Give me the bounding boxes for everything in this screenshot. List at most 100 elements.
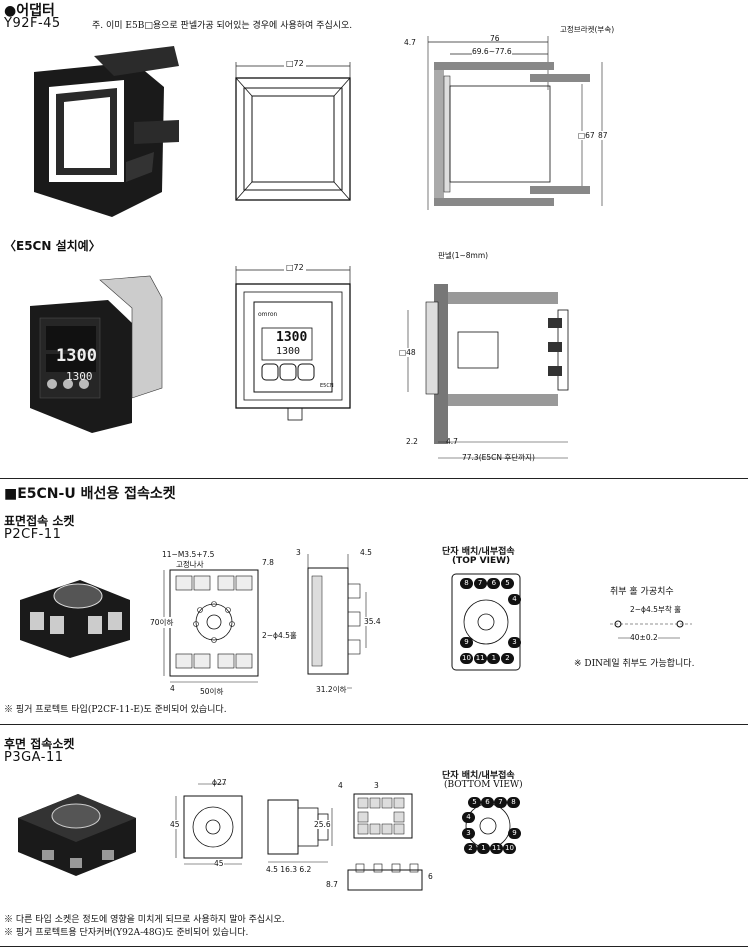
front-socket-title: 표면접속 소켓 bbox=[4, 514, 75, 528]
front-socket-dim-screw: 11−M3.5+7.5 bbox=[162, 550, 215, 559]
terminal-pin: 8 bbox=[460, 578, 473, 589]
front-socket-dim-hole: 2−ϕ4.5홀 bbox=[262, 631, 297, 640]
front-socket-3d-drawing bbox=[20, 580, 130, 658]
mount-pitch: 40±0.2 bbox=[630, 633, 658, 642]
rear-socket-dim-45v: 45 bbox=[170, 820, 180, 829]
adapter-note: 주. 이미 E5B□용으로 판넬가공 되어있는 경우에 사용하여 주십시오. bbox=[92, 21, 353, 31]
terminal-pin: 9 bbox=[460, 637, 473, 648]
adapter-dim-width: □72 bbox=[284, 59, 306, 68]
terminal-pin: 11 bbox=[473, 653, 487, 664]
section-divider bbox=[0, 478, 748, 479]
adapter-dim-range: 69.6~77.6 bbox=[472, 47, 512, 56]
mount-hole-label: 2−ϕ4.5부착 홀 bbox=[630, 605, 682, 614]
rear-terminal-pins-top: 5 6 7 8 bbox=[468, 797, 520, 808]
rear-socket-front-drawing bbox=[175, 783, 243, 865]
install-title: 〈E5CN 설치예〉 bbox=[4, 239, 101, 253]
rear-socket-dim-3: 3 bbox=[374, 781, 379, 790]
install-dim-48: □48 bbox=[399, 348, 416, 357]
install-3d-drawing bbox=[30, 275, 163, 433]
adapter-dim-67: □67 bbox=[578, 131, 595, 140]
rear-socket-footnote-1: ※ 다른 타입 소켓은 정도에 영향을 미치게 되므로 사용하지 말아 주십시오… bbox=[4, 915, 285, 925]
install-dim-22: 2.2 bbox=[406, 437, 418, 446]
adapter-model: Y92F-45 bbox=[4, 16, 61, 31]
adapter-front-drawing bbox=[235, 62, 351, 201]
install-model-tag: E5CN bbox=[320, 383, 334, 389]
install-front-pv: 1300 bbox=[276, 330, 308, 345]
front-socket-dim-354: 35.4 bbox=[364, 617, 381, 626]
rear-socket-bottom-drawing bbox=[347, 793, 423, 891]
install-side-drawing bbox=[407, 284, 569, 459]
install-panel-label: 판넬(1~8mm) bbox=[438, 251, 489, 260]
rear-socket-dim-256: 25.6 bbox=[314, 820, 331, 829]
adapter-3d-drawing bbox=[34, 46, 179, 217]
terminal-pin: 4 bbox=[462, 812, 475, 823]
front-socket-dim-70: 70이하 bbox=[150, 617, 174, 628]
socket-section-title: ■E5CN-U 배선용 접속소켓 bbox=[4, 486, 176, 502]
front-terminal-pins-bottom: 10 11 1 2 bbox=[460, 653, 514, 664]
install-dim-773: 77.3(E5CN 후단까지) bbox=[462, 453, 535, 462]
terminal-pin: 1 bbox=[487, 653, 501, 664]
terminal-pin: 5 bbox=[468, 797, 481, 808]
rear-socket-3d-drawing bbox=[18, 794, 136, 876]
adapter-title: ●어댑터 bbox=[4, 3, 55, 19]
terminal-pin: 7 bbox=[494, 797, 507, 808]
install-3d-pv: 1300 bbox=[56, 346, 97, 366]
terminal-pin: 7 bbox=[473, 578, 487, 589]
rear-socket-dim-27: ϕ27 bbox=[212, 778, 227, 787]
terminal-pin: 10 bbox=[460, 653, 473, 664]
front-socket-dim-3: 3 bbox=[296, 548, 301, 557]
front-socket-dim-45: 4.5 bbox=[360, 548, 372, 557]
terminal-pin: 2 bbox=[500, 653, 514, 664]
rear-socket-side-drawing bbox=[267, 799, 333, 863]
adapter-dim-76: 76 bbox=[490, 34, 500, 43]
terminal-pin: 5 bbox=[500, 578, 514, 589]
terminal-pin: 4 bbox=[508, 594, 521, 605]
terminal-pin: 8 bbox=[507, 797, 520, 808]
install-front-sv: 1300 bbox=[276, 346, 301, 357]
front-socket-dim-4: 4 bbox=[170, 684, 175, 693]
terminal-pin: 2 bbox=[464, 843, 477, 854]
rear-socket-dim-45h: 45 bbox=[214, 859, 224, 868]
front-socket-dim-312: 31.2이하 bbox=[316, 684, 347, 695]
rear-socket-dim-6: 6 bbox=[428, 872, 433, 881]
front-socket-dim-screw-sub: 고정나사 bbox=[176, 560, 204, 569]
bottom-divider bbox=[0, 946, 748, 947]
front-socket-top-drawing bbox=[163, 569, 259, 683]
install-front-drawing bbox=[235, 266, 351, 421]
terminal-pin: 11 bbox=[490, 843, 503, 854]
rear-terminal-title: 단자 배치/내부접속 bbox=[442, 771, 515, 781]
rear-socket-dim-4: 4 bbox=[338, 781, 343, 790]
install-dim-47: 4.7 bbox=[446, 437, 458, 446]
install-3d-sv: 1300 bbox=[66, 370, 93, 383]
rear-socket-dim-bottom: 4.5 16.3 6.2 bbox=[266, 865, 312, 874]
front-socket-dim-78: 7.8 bbox=[262, 558, 274, 567]
din-note: ※ DIN레일 취부도 가능합니다. bbox=[574, 659, 695, 669]
rear-socket-dim-87: 8.7 bbox=[326, 880, 338, 889]
socket-divider bbox=[0, 724, 748, 725]
adapter-side-drawing bbox=[427, 36, 603, 210]
terminal-pin: 1 bbox=[477, 843, 490, 854]
terminal-pin: 3 bbox=[508, 637, 521, 648]
rear-terminal-view: (BOTTOM VIEW) bbox=[444, 780, 523, 790]
front-socket-model: P2CF-11 bbox=[4, 527, 62, 542]
install-brand: omron bbox=[258, 311, 278, 318]
front-socket-footnote: ※ 핑거 프로텍트 타입(P2CF-11-E)도 준비되어 있습니다. bbox=[4, 705, 227, 715]
front-terminal-diagram bbox=[451, 573, 521, 671]
front-terminal-view: (TOP VIEW) bbox=[452, 556, 511, 566]
front-socket-dim-50: 50이하 bbox=[200, 686, 224, 697]
terminal-pin: 6 bbox=[487, 578, 501, 589]
terminal-pin: 9 bbox=[508, 828, 521, 839]
install-dim-width: □72 bbox=[284, 263, 306, 272]
adapter-bracket-label: 고정브라켓(부속) bbox=[560, 25, 615, 34]
rear-socket-model: P3GA-11 bbox=[4, 750, 64, 765]
rear-socket-title: 후면 접속소켓 bbox=[4, 737, 75, 751]
terminal-pin: 6 bbox=[481, 797, 494, 808]
adapter-dim-87: 87 bbox=[598, 131, 608, 140]
terminal-pin: 3 bbox=[462, 828, 475, 839]
front-terminal-title: 단자 배치/내부접속 bbox=[442, 547, 515, 557]
mount-title: 취부 홀 가공치수 bbox=[610, 587, 674, 597]
adapter-dim-47: 4.7 bbox=[404, 38, 416, 47]
front-terminal-pins-top: 8 7 6 5 bbox=[460, 578, 514, 589]
terminal-pin: 10 bbox=[503, 843, 516, 854]
rear-socket-footnote-2: ※ 핑거 프로텍트용 단자커버(Y92A-48G)도 준비되어 있습니다. bbox=[4, 928, 249, 938]
